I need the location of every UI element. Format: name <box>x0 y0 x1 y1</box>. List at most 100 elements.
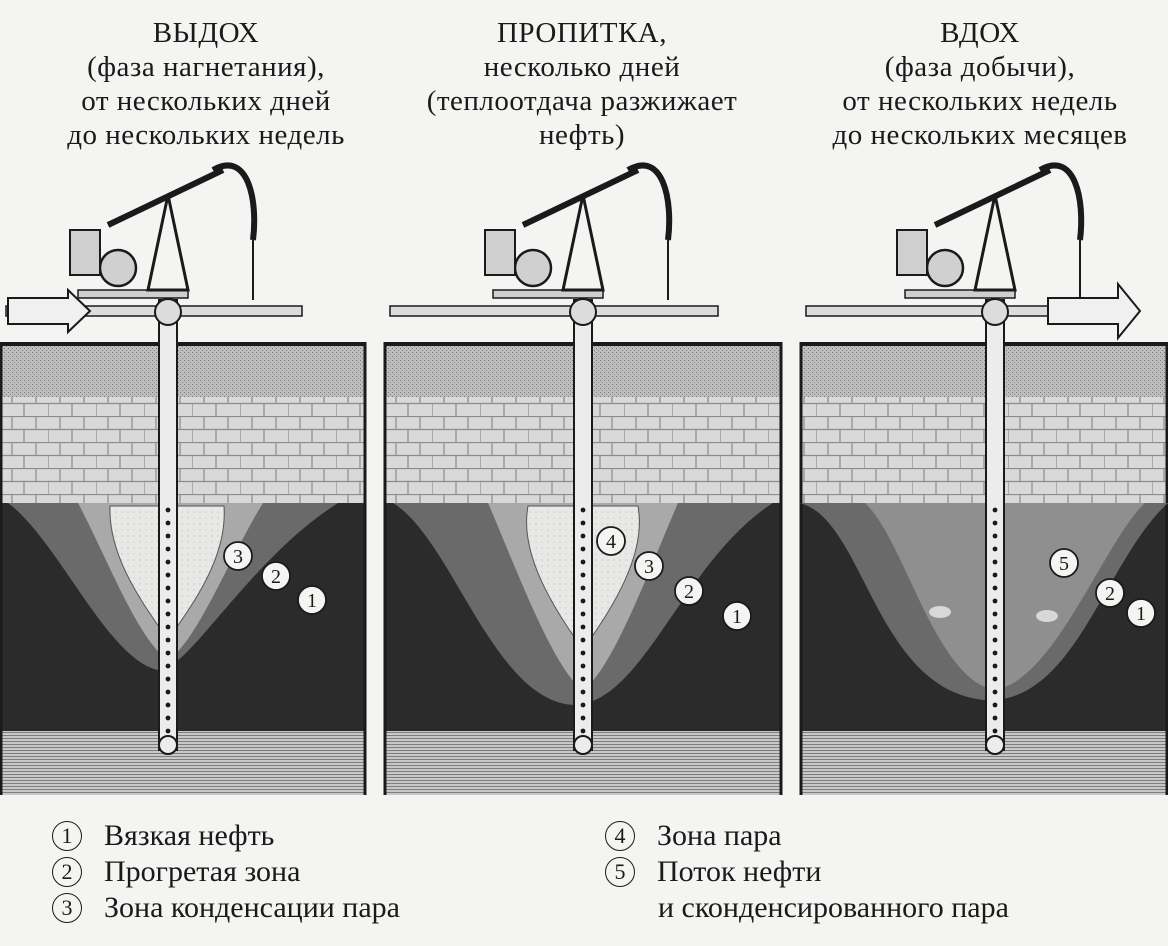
legend-item: 1 Вязкая нефть <box>52 818 400 854</box>
surface-pipe <box>389 305 719 317</box>
bore-perforation <box>580 520 586 526</box>
pumpjack-frame <box>146 194 190 292</box>
bore-perforation <box>992 507 998 513</box>
bore-perforation <box>580 702 586 708</box>
bore-perforation <box>165 598 171 604</box>
bore-perforation <box>992 663 998 669</box>
zone-marker-number: 1 <box>307 590 317 612</box>
bore-perforation <box>992 611 998 617</box>
topsoil-layer <box>0 345 366 397</box>
phase-title-line: ПРОПИТКА, <box>496 17 667 49</box>
legend-number: 5 <box>605 857 635 887</box>
bore-perforation <box>165 533 171 539</box>
bore-perforation <box>165 689 171 695</box>
bore-perforation <box>165 559 171 565</box>
bore-perforation <box>165 520 171 526</box>
phase-title-line: от нескольких дней <box>81 85 331 117</box>
zone-marker-number: 2 <box>684 581 694 603</box>
bore-perforation <box>580 689 586 695</box>
wellhead-valve <box>154 298 182 326</box>
pumpjack-motor <box>69 229 101 276</box>
phase-title-line: до нескольких недель <box>67 119 345 151</box>
zone-marker-number: 4 <box>606 531 616 553</box>
pumpjack-crank <box>513 248 553 288</box>
legend-label: Поток нефти <box>657 855 822 888</box>
water-layer <box>0 731 366 795</box>
pumpjack-motor <box>896 229 928 276</box>
bore-perforation <box>165 702 171 708</box>
legend-item: 5 Поток нефти <box>605 854 1009 890</box>
pumpjack-base <box>77 289 189 299</box>
bore-perforation <box>580 598 586 604</box>
bore-perforation <box>992 559 998 565</box>
phase-title-line: ВДОХ <box>940 17 1020 49</box>
bore-perforation <box>580 559 586 565</box>
bore-perforation <box>992 546 998 552</box>
bore-perforation <box>580 624 586 630</box>
bore-perforation <box>992 676 998 682</box>
bore-perforation <box>580 676 586 682</box>
zone-marker <box>1126 598 1156 628</box>
legend-label: Прогретая зона <box>104 855 301 888</box>
bore-perforation <box>580 611 586 617</box>
zone-marker <box>674 576 704 606</box>
legend-item: 2 Прогретая зона <box>52 854 400 890</box>
pumpjack-beam <box>106 167 225 228</box>
bore-perforation <box>992 598 998 604</box>
phase-title-line: ВЫДОХ <box>152 17 260 49</box>
topsoil-layer <box>800 345 1168 397</box>
wellhead-valve <box>981 298 1009 326</box>
bore-perforation <box>580 715 586 721</box>
legend-label: Зона пара <box>657 819 782 852</box>
oil-droplet <box>1036 610 1058 622</box>
pumpjack-beam <box>521 167 640 228</box>
pumpjack-motor <box>484 229 516 276</box>
legend-left: 1 Вязкая нефть 2 Прогретая зона 3 Зона к… <box>52 818 400 926</box>
bore-perforation <box>580 546 586 552</box>
zone-marker-number: 2 <box>271 566 281 588</box>
bore-perforation <box>165 728 171 734</box>
legend-number: 3 <box>52 893 82 923</box>
bore-perforation <box>992 689 998 695</box>
bore-perforation <box>165 663 171 669</box>
legend-label: Зона конденсации пара <box>104 891 400 924</box>
oil-droplet <box>929 606 951 618</box>
pumpjack-frame <box>561 194 605 292</box>
zone-marker-number: 1 <box>1136 603 1146 625</box>
bore-perforation <box>165 546 171 552</box>
bore-perforation <box>992 702 998 708</box>
bore-perforation <box>165 611 171 617</box>
phase-title-line: нефть) <box>538 119 626 151</box>
zone-marker-number: 3 <box>233 546 243 568</box>
ground-surface <box>800 342 1168 346</box>
bore-perforation <box>992 637 998 643</box>
zone-marker <box>1095 578 1125 608</box>
bore-perforation <box>165 585 171 591</box>
bore-perforation <box>992 520 998 526</box>
phase-title-exhale: ВЫДОХ (фаза нагнетания), от нескольких д… <box>16 16 396 152</box>
well-bottom <box>985 735 1005 755</box>
pumpjack-crank <box>98 248 138 288</box>
steam-injection-arrow <box>7 287 92 335</box>
pumpjack-beam <box>933 167 1052 228</box>
oil-production-arrow <box>1047 281 1142 341</box>
phase-title-line: (фаза добычи), <box>884 51 1076 83</box>
bore-perforation <box>580 507 586 513</box>
zone-marker <box>596 526 626 556</box>
bore-perforation <box>992 572 998 578</box>
legend-right: 4 Зона пара 5 Поток нефти и сконденсиров… <box>605 818 1009 926</box>
bore-perforation <box>992 650 998 656</box>
pumpjack-base <box>904 289 1016 299</box>
water-layer <box>800 731 1168 795</box>
zone-marker <box>261 561 291 591</box>
bore-perforation <box>580 533 586 539</box>
phase-title-line: до нескольких месяцев <box>832 119 1128 151</box>
bore-perforation <box>580 650 586 656</box>
legend-number: 4 <box>605 821 635 851</box>
bore-perforation <box>580 663 586 669</box>
zone-marker-number: 5 <box>1059 553 1069 575</box>
zone-marker-number: 3 <box>644 556 654 578</box>
caprock-layer <box>0 397 366 503</box>
bore-perforation <box>580 572 586 578</box>
bore-perforation <box>992 728 998 734</box>
